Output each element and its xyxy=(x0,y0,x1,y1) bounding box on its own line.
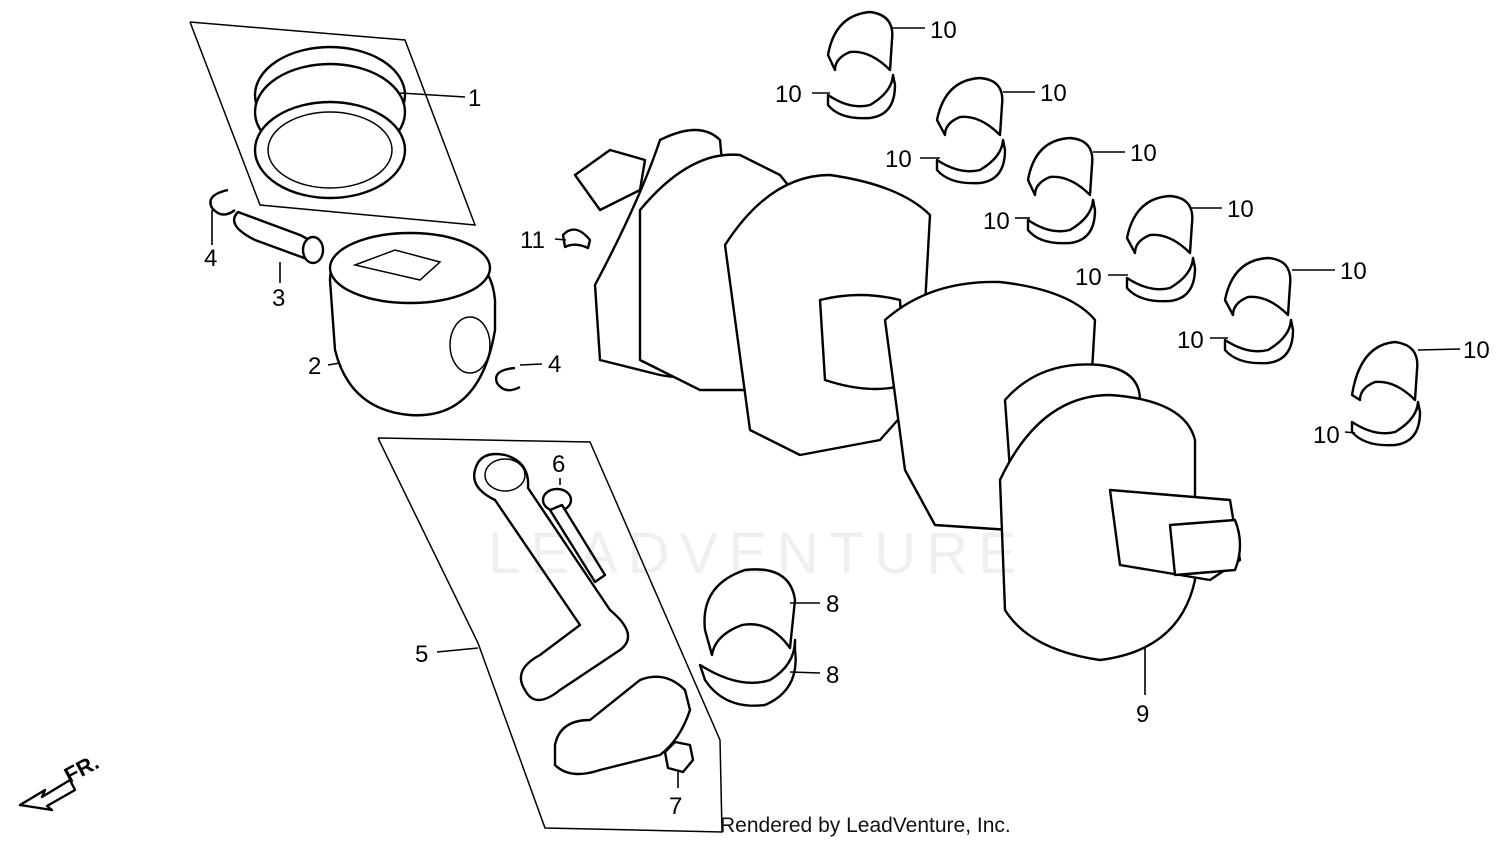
callout-3: 3 xyxy=(272,285,285,312)
callout-10-a: 10 xyxy=(930,17,957,44)
callout-11: 11 xyxy=(520,227,545,254)
callout-6: 6 xyxy=(552,451,565,478)
rod-nut[interactable] xyxy=(663,740,695,774)
rod-cap[interactable] xyxy=(553,675,692,776)
connecting-rod[interactable] xyxy=(377,437,723,833)
woodruff-key[interactable] xyxy=(561,228,592,250)
credit-text: Rendered by LeadVenture, Inc. xyxy=(720,814,1011,837)
rod-bolt[interactable] xyxy=(541,487,607,584)
crankshaft[interactable] xyxy=(573,128,1242,662)
callout-10-c: 10 xyxy=(1040,80,1067,107)
callout-1: 1 xyxy=(468,85,481,112)
callout-10-d: 10 xyxy=(885,146,912,173)
main-bearings[interactable] xyxy=(826,10,1422,447)
direction-arrow-icon xyxy=(18,778,77,812)
circlip-right[interactable] xyxy=(494,366,521,392)
callout-4-left: 4 xyxy=(204,245,217,272)
piston-pin[interactable] xyxy=(232,210,325,265)
callout-10-g: 10 xyxy=(1227,196,1254,223)
piston[interactable] xyxy=(328,231,497,417)
callout-2: 2 xyxy=(308,353,321,380)
callout-10-h: 10 xyxy=(1075,264,1102,291)
watermark: LEADVENTURE xyxy=(488,521,1027,586)
callout-10-i: 10 xyxy=(1340,258,1367,285)
callout-7: 7 xyxy=(669,793,682,820)
callout-10-f: 10 xyxy=(983,208,1010,235)
callout-10-j: 10 xyxy=(1177,327,1204,354)
callout-9: 9 xyxy=(1136,701,1149,728)
callout-10-e: 10 xyxy=(1130,140,1157,167)
callout-10-b: 10 xyxy=(775,81,802,108)
callout-8-upper: 8 xyxy=(826,591,839,618)
callout-10-l: 10 xyxy=(1313,422,1340,449)
circlip-left[interactable] xyxy=(209,188,236,216)
callout-10-k: 10 xyxy=(1463,337,1490,364)
callout-5: 5 xyxy=(415,641,428,668)
leader-lines xyxy=(211,27,1461,788)
piston-ring-set[interactable] xyxy=(189,21,477,226)
callout-8-lower: 8 xyxy=(826,662,839,689)
crankpin-bearing[interactable] xyxy=(698,568,797,707)
callout-4-right: 4 xyxy=(548,351,561,378)
